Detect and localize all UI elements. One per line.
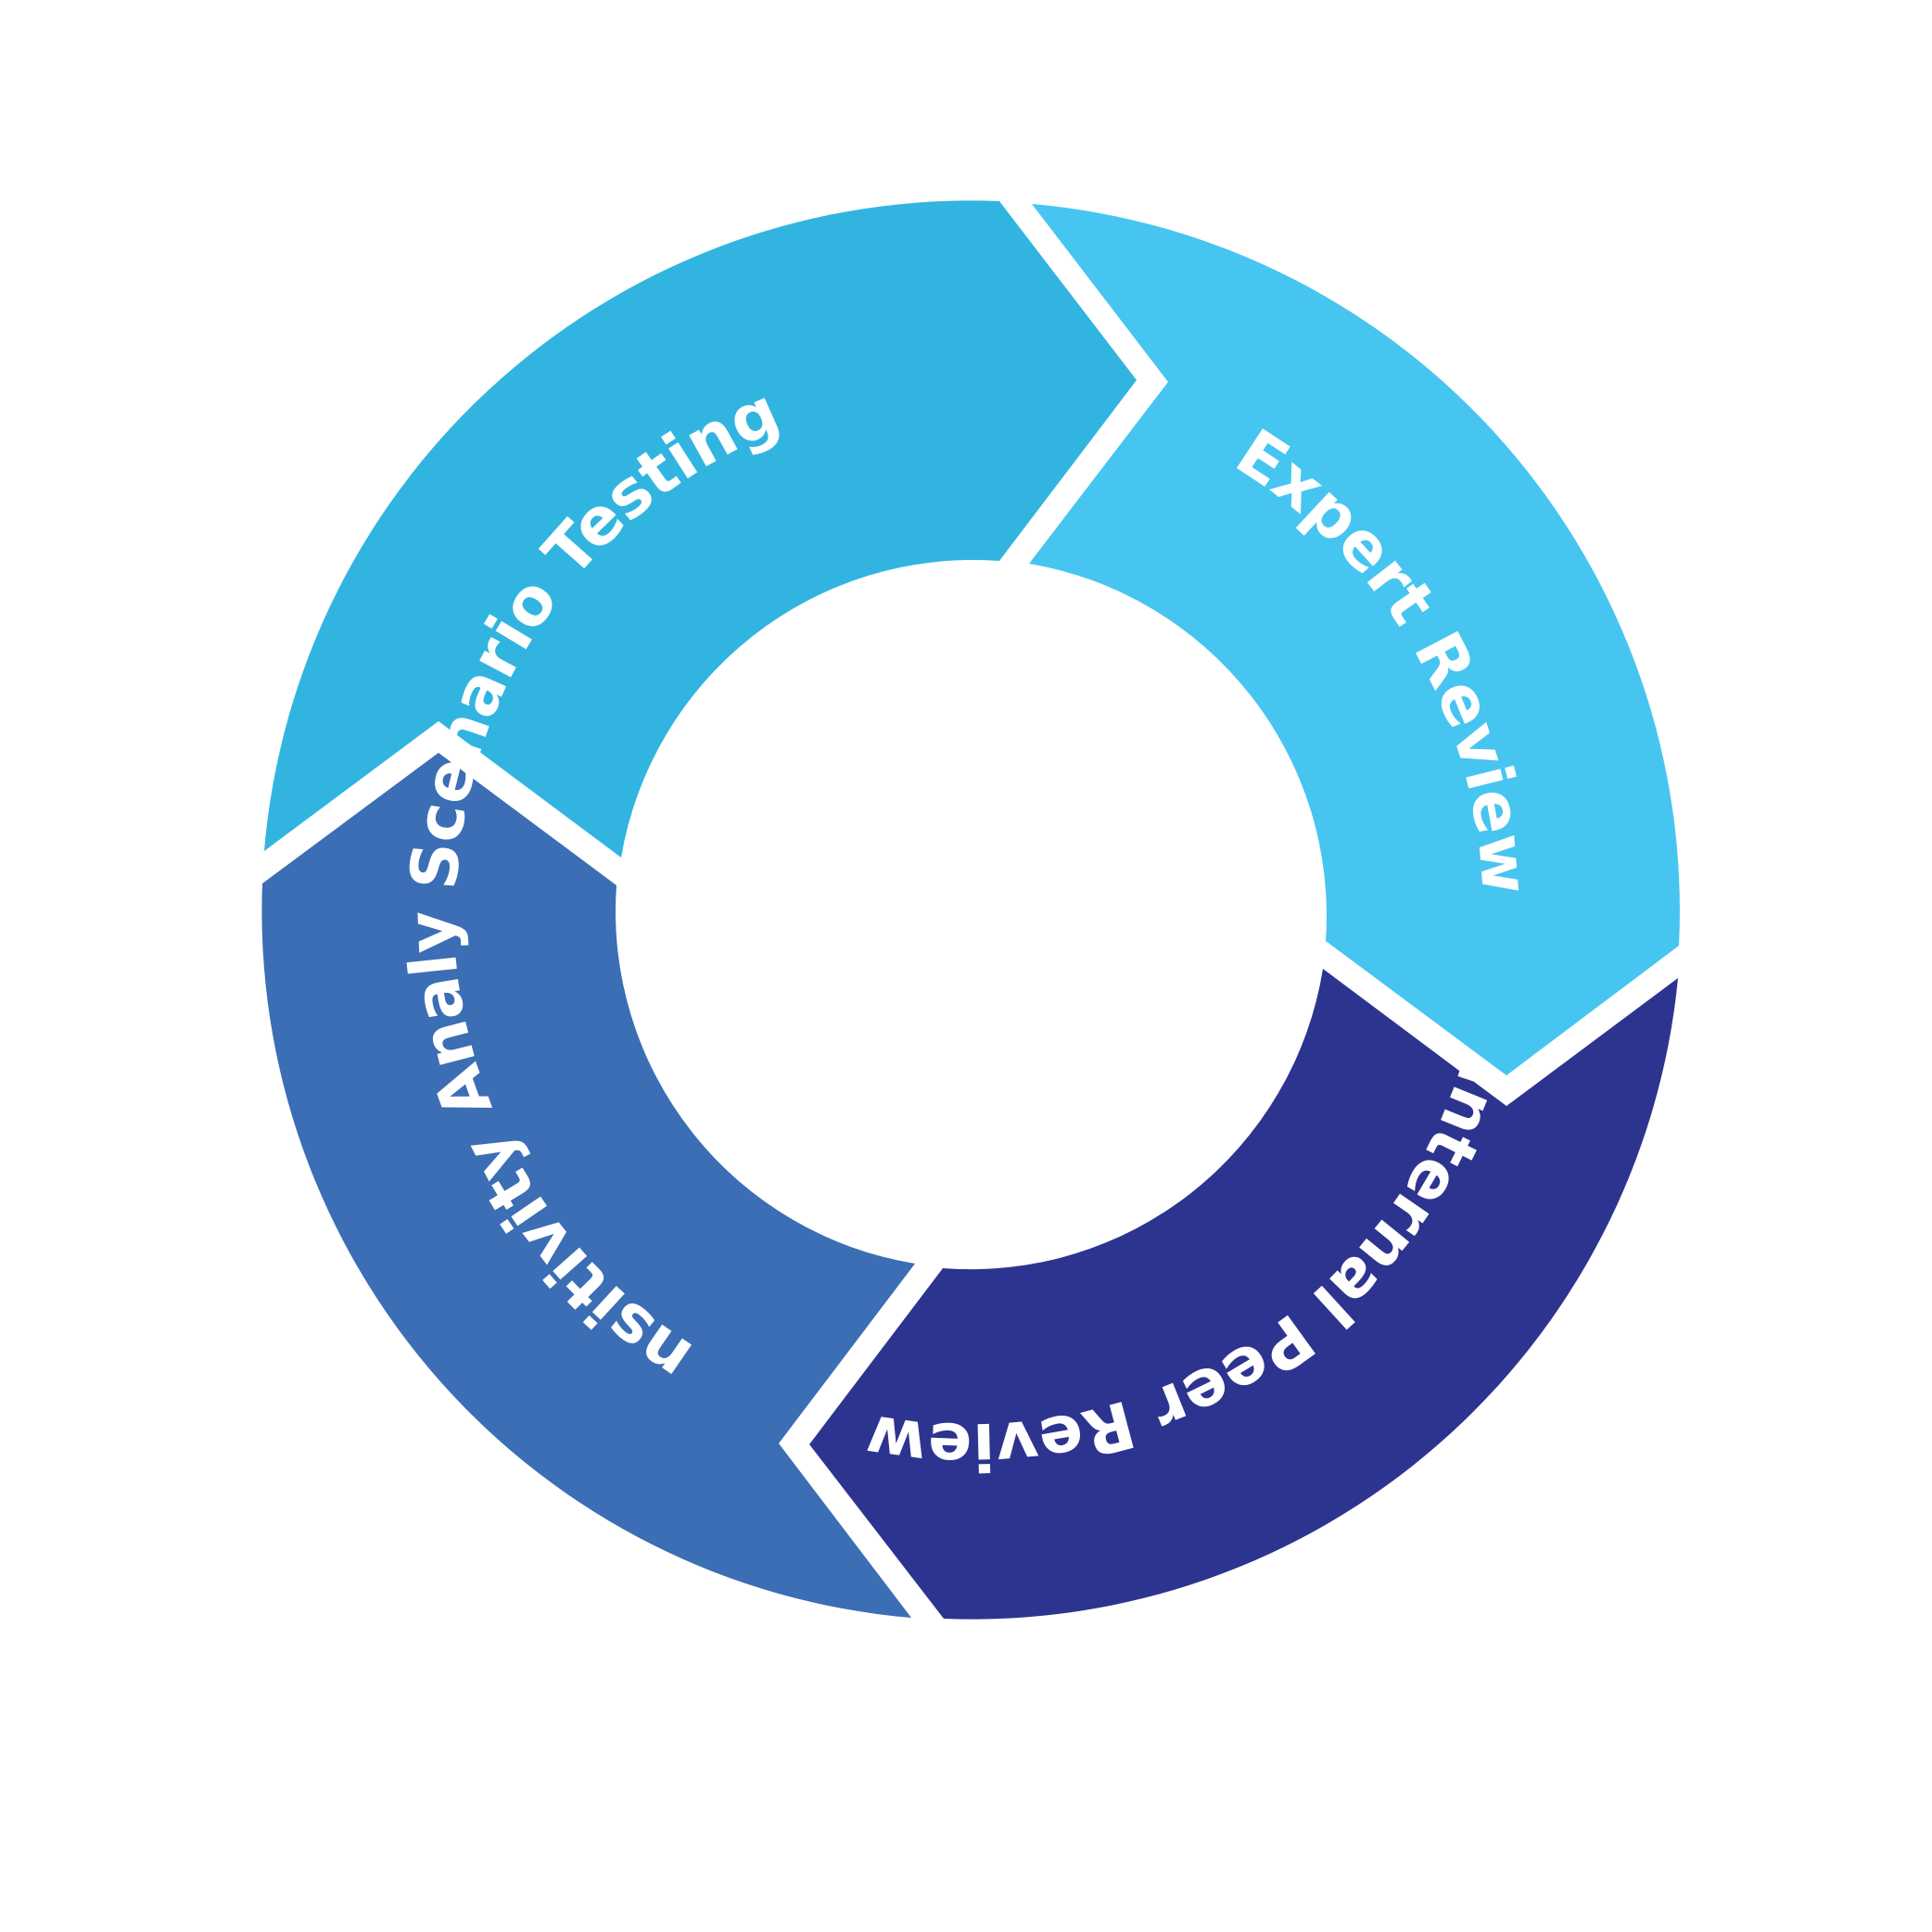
- segment-sensitivity-analysis: [261, 753, 915, 1618]
- segment-scenario-testing: [264, 200, 1137, 858]
- segment-internal-peer-review: [809, 969, 1678, 1620]
- segment-expert-review: [1029, 204, 1680, 1075]
